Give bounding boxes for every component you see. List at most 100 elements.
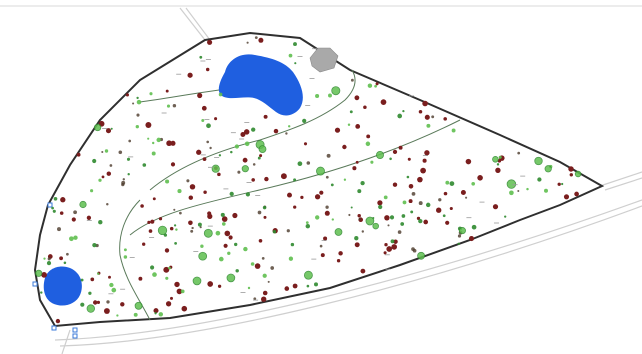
tree-green[interactable] bbox=[197, 222, 202, 227]
tree-green[interactable] bbox=[111, 287, 117, 293]
tree-green[interactable] bbox=[262, 205, 267, 210]
tree-green[interactable] bbox=[350, 206, 353, 209]
tree-red[interactable] bbox=[417, 176, 423, 183]
tree-green[interactable] bbox=[343, 178, 347, 181]
tree-green-large[interactable] bbox=[226, 273, 236, 283]
tree-red[interactable] bbox=[196, 149, 202, 155]
tree-green[interactable] bbox=[294, 62, 297, 65]
tree-red[interactable] bbox=[323, 236, 328, 241]
tree-red[interactable] bbox=[214, 117, 218, 121]
tree-green[interactable] bbox=[402, 109, 405, 113]
tree-red[interactable] bbox=[460, 190, 466, 195]
tree-dark[interactable] bbox=[397, 230, 402, 234]
tree-red[interactable] bbox=[568, 166, 574, 172]
tree-red[interactable] bbox=[408, 184, 414, 189]
tree-red[interactable] bbox=[273, 128, 279, 134]
tree-green-large[interactable] bbox=[134, 301, 143, 310]
tree-red[interactable] bbox=[41, 272, 47, 278]
tree-green[interactable] bbox=[297, 161, 303, 167]
tree-red[interactable] bbox=[280, 173, 287, 180]
tree-dark[interactable] bbox=[253, 297, 257, 301]
tree-red[interactable] bbox=[557, 182, 561, 186]
tree-green[interactable] bbox=[544, 188, 548, 193]
tree-green-large[interactable] bbox=[211, 164, 220, 173]
tree-green[interactable] bbox=[73, 235, 78, 240]
tree-red[interactable] bbox=[165, 301, 172, 307]
tree-dark[interactable] bbox=[66, 252, 69, 256]
tree-green[interactable] bbox=[360, 180, 365, 186]
tree-green[interactable] bbox=[154, 312, 157, 315]
tree-red[interactable] bbox=[354, 95, 360, 101]
tree-green[interactable] bbox=[315, 215, 320, 220]
tree-dark[interactable] bbox=[136, 113, 140, 117]
tree-green[interactable] bbox=[135, 125, 139, 129]
tree-green-large[interactable] bbox=[316, 166, 325, 176]
tree-green[interactable] bbox=[149, 92, 153, 96]
tree-green[interactable] bbox=[180, 289, 185, 294]
tree-green[interactable] bbox=[498, 155, 502, 159]
tree-red[interactable] bbox=[443, 117, 447, 121]
tree-red[interactable] bbox=[228, 235, 233, 240]
tree-dark[interactable] bbox=[306, 161, 311, 165]
tree-red[interactable] bbox=[59, 256, 64, 261]
tree-green[interactable] bbox=[165, 179, 170, 184]
tree-red[interactable] bbox=[355, 160, 359, 164]
tree-green[interactable] bbox=[80, 302, 85, 307]
tree-red[interactable] bbox=[384, 215, 390, 221]
tree-green[interactable] bbox=[234, 144, 240, 149]
tree-green[interactable] bbox=[220, 212, 225, 217]
tree-red[interactable] bbox=[165, 89, 169, 93]
tree-red[interactable] bbox=[150, 219, 155, 224]
tree-green[interactable] bbox=[151, 151, 156, 156]
tree-green-large[interactable] bbox=[303, 270, 313, 280]
tree-red[interactable] bbox=[96, 300, 101, 305]
tree-green[interactable] bbox=[165, 276, 169, 280]
tree-green[interactable] bbox=[175, 228, 178, 231]
tree-red[interactable] bbox=[108, 275, 111, 279]
tree-dark[interactable] bbox=[412, 248, 417, 253]
tree-red[interactable] bbox=[386, 246, 393, 252]
tree-red[interactable] bbox=[292, 283, 298, 289]
tree-red[interactable] bbox=[569, 173, 573, 177]
survey-marker[interactable] bbox=[72, 333, 78, 339]
tree-green-large[interactable] bbox=[334, 228, 343, 236]
tree-green[interactable] bbox=[496, 163, 500, 166]
tree-red[interactable] bbox=[152, 197, 156, 201]
tree-red[interactable] bbox=[164, 248, 170, 253]
tree-green[interactable] bbox=[402, 200, 407, 205]
tree-green[interactable] bbox=[370, 160, 374, 164]
tree-green[interactable] bbox=[389, 157, 392, 161]
tree-red[interactable] bbox=[423, 219, 429, 225]
tree-dark[interactable] bbox=[109, 164, 113, 167]
tree-green-large[interactable] bbox=[372, 222, 379, 230]
tree-red[interactable] bbox=[55, 318, 61, 324]
tree-red[interactable] bbox=[300, 195, 304, 200]
tree-green[interactable] bbox=[123, 255, 128, 259]
tree-green[interactable] bbox=[229, 191, 234, 197]
tree-green-large[interactable] bbox=[574, 170, 582, 178]
tree-green-large[interactable] bbox=[331, 86, 341, 96]
tree-green[interactable] bbox=[88, 291, 92, 295]
tree-red[interactable] bbox=[418, 110, 423, 114]
tree-red[interactable] bbox=[221, 216, 228, 222]
tree-green-large[interactable] bbox=[376, 151, 384, 159]
tree-dark[interactable] bbox=[246, 41, 249, 44]
tree-red[interactable] bbox=[393, 239, 398, 244]
tree-green-large[interactable] bbox=[534, 156, 543, 166]
tree-red[interactable] bbox=[360, 268, 366, 274]
tree-green[interactable] bbox=[69, 236, 74, 242]
tree-green[interactable] bbox=[156, 137, 161, 143]
tree-green[interactable] bbox=[104, 149, 109, 153]
tree-green[interactable] bbox=[354, 236, 359, 241]
tree-red[interactable] bbox=[424, 114, 430, 120]
tree-green[interactable] bbox=[92, 242, 97, 248]
tree-green[interactable] bbox=[152, 272, 157, 277]
tree-green[interactable] bbox=[235, 269, 239, 273]
tree-dark[interactable] bbox=[101, 150, 104, 154]
tree-dark[interactable] bbox=[457, 234, 462, 238]
tree-red[interactable] bbox=[392, 182, 398, 187]
tree-green[interactable] bbox=[110, 127, 113, 130]
tree-dark[interactable] bbox=[206, 140, 210, 144]
tree-green[interactable] bbox=[173, 224, 177, 227]
tree-green[interactable] bbox=[302, 118, 307, 124]
